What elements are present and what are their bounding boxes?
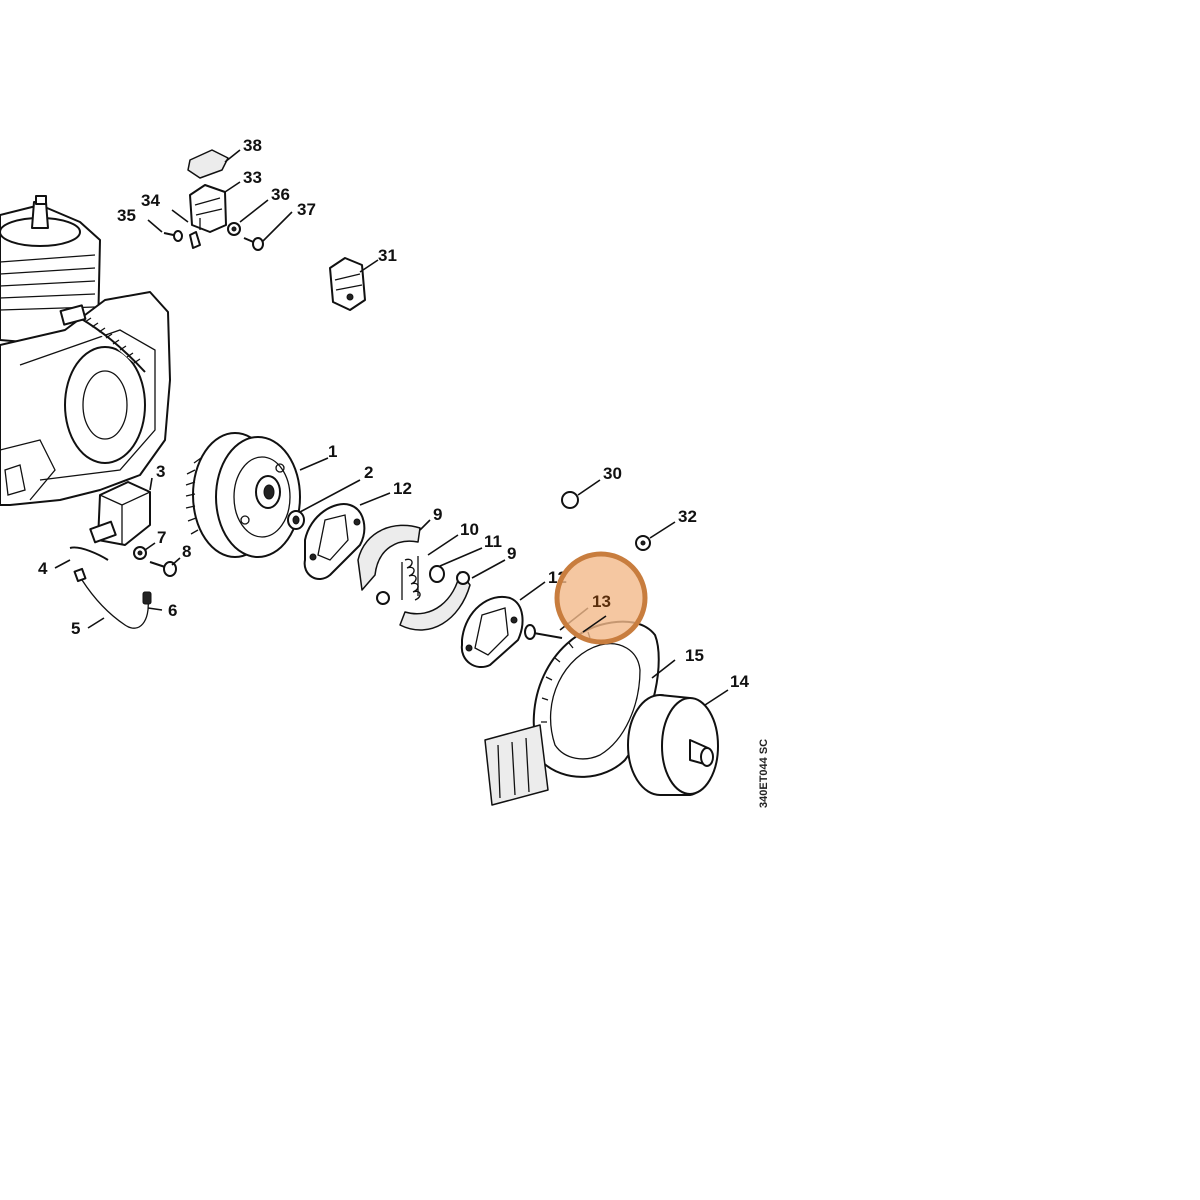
label-30: 30	[603, 464, 622, 483]
screw-37	[243, 237, 264, 251]
label-10: 10	[460, 520, 479, 539]
clutch-shoe-9-lower	[399, 571, 471, 631]
sleeve-30	[561, 491, 579, 509]
washer-7	[133, 546, 147, 560]
drawing-code: 340ET044 SC	[758, 739, 770, 808]
washer-36	[227, 222, 241, 236]
screw-35	[163, 230, 183, 242]
label-31: 31	[378, 246, 397, 265]
cover-38	[187, 149, 229, 179]
flywheel	[185, 432, 301, 558]
highlight-marker[interactable]: 13	[554, 551, 648, 645]
label-6: 6	[168, 601, 177, 620]
bracket-31	[329, 257, 366, 311]
engine-crankcase	[0, 195, 171, 506]
label-4: 4	[38, 559, 48, 578]
bolt-13	[524, 624, 563, 640]
label-32: 32	[678, 507, 697, 526]
sleeve-11	[429, 565, 445, 583]
label-5: 5	[71, 619, 80, 638]
clutch-carrier-12-right	[460, 595, 524, 668]
clutch-shoe-9-upper	[357, 524, 421, 605]
clutch-cover-15	[484, 620, 660, 806]
label-9-b: 9	[507, 544, 516, 563]
label-35: 35	[117, 206, 136, 225]
bracket-33	[189, 184, 227, 249]
label-11: 11	[484, 532, 502, 551]
label-8: 8	[182, 542, 191, 561]
ignition-module	[89, 481, 151, 546]
screw-8	[149, 561, 177, 577]
label-37: 37	[297, 200, 316, 219]
label-3: 3	[156, 462, 165, 481]
clutch-spring-10	[401, 556, 421, 601]
label-9: 9	[433, 505, 442, 524]
label-1: 1	[328, 442, 337, 461]
washer-32	[635, 535, 651, 551]
label-7: 7	[157, 528, 166, 547]
ignition-lead-4	[69, 546, 109, 583]
label-36: 36	[271, 185, 290, 204]
label-38: 38	[243, 136, 262, 155]
label-34: 34	[141, 191, 160, 210]
label-15: 15	[685, 646, 704, 665]
clutch-drum-14	[627, 694, 719, 796]
short-circuit-wire-5	[81, 579, 152, 629]
label-2: 2	[364, 463, 373, 482]
flywheel-nut	[287, 510, 305, 530]
label-33: 33	[243, 168, 262, 187]
highlight-label-13: 13	[592, 592, 611, 611]
part-labels: 38 33 34 36 35 37 31 1 3 2 12 30 9 32 10…	[38, 136, 749, 691]
highlight-circle[interactable]	[554, 551, 648, 645]
label-14: 14	[730, 672, 749, 691]
clutch-carrier-12	[303, 503, 366, 580]
label-12: 12	[393, 479, 412, 498]
